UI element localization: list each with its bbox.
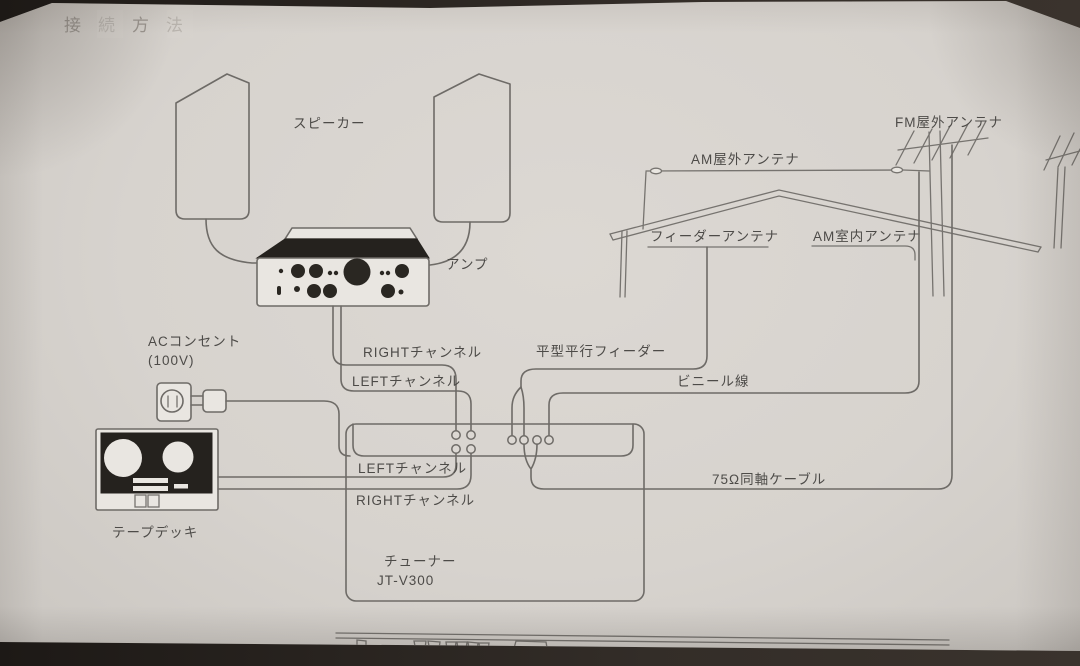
speaker-label: スピーカー bbox=[293, 116, 366, 131]
tuner-model-label: JT-V300 bbox=[377, 573, 434, 588]
ac-outlet bbox=[156, 382, 192, 422]
flat-feeder-split bbox=[511, 386, 525, 436]
title-fade-patch bbox=[97, 10, 123, 38]
left-speaker bbox=[175, 73, 250, 220]
title-fade-patch bbox=[167, 10, 193, 38]
left-channel-tape-label: LEFTチャンネル bbox=[358, 461, 467, 476]
vinyl-wire-label: ビニール線 bbox=[677, 374, 750, 389]
feeder-antenna-label: フィーダーアンテナ bbox=[650, 229, 779, 244]
fm-outdoor-antenna-label: FM屋外アンテナ bbox=[895, 115, 1003, 130]
flat-feeder-wire bbox=[520, 246, 708, 388]
right-channel-wire-amp bbox=[332, 305, 457, 431]
power-plug bbox=[190, 389, 227, 413]
tape-deck bbox=[95, 428, 219, 511]
coax-cable-wire bbox=[523, 144, 953, 490]
ac-outlet-label: ACコンセント bbox=[148, 334, 241, 349]
right-channel-wire-tape bbox=[217, 452, 472, 490]
fm-outdoor-antenna bbox=[895, 120, 989, 297]
left-speaker-wire bbox=[205, 218, 259, 264]
amplifier bbox=[255, 227, 430, 307]
ac-voltage-label: (100V) bbox=[148, 353, 195, 368]
am-indoor-antenna-line bbox=[811, 245, 916, 261]
power-cord bbox=[225, 400, 351, 457]
coax-cable-label: 75Ω同軸ケーブル bbox=[712, 471, 826, 487]
tuner bbox=[345, 423, 645, 602]
flat-parallel-feeder-label: 平型平行フィーダー bbox=[536, 344, 666, 359]
tape-deck-label: テープデッキ bbox=[112, 524, 198, 540]
right-speaker-wire bbox=[429, 221, 471, 266]
amp-label: アンプ bbox=[446, 257, 489, 272]
right-channel-tape-label: RIGHTチャンネル bbox=[356, 493, 475, 508]
right-speaker bbox=[433, 73, 511, 223]
right-channel-amp-label: RIGHTチャンネル bbox=[363, 345, 482, 360]
am-indoor-antenna-label: AM室内アンテナ bbox=[813, 228, 922, 244]
left-channel-wire-amp bbox=[340, 305, 472, 431]
antenna-pole bbox=[619, 171, 647, 298]
am-outdoor-antenna-label: AM屋外アンテナ bbox=[691, 152, 800, 167]
left-channel-amp-label: LEFTチャンネル bbox=[352, 374, 461, 389]
am-outdoor-antenna bbox=[619, 166, 930, 298]
antenna-mast bbox=[928, 130, 945, 297]
tuner-rear-edge bbox=[335, 632, 950, 651]
left-channel-wire-tape bbox=[217, 452, 457, 478]
fm-antenna-edge-fragment bbox=[1043, 132, 1080, 249]
tuner-label: チューナー bbox=[384, 554, 457, 569]
page-title: 接続方法 bbox=[64, 16, 200, 35]
vinyl-wire bbox=[548, 171, 920, 436]
